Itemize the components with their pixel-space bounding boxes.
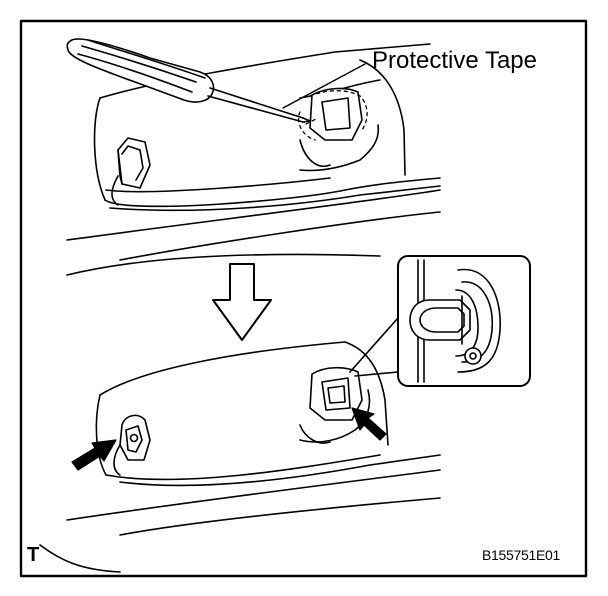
figure-frame <box>19 19 588 578</box>
bottom-right-clip <box>299 366 363 444</box>
down-arrow-icon <box>212 263 272 341</box>
protective-tape-outline <box>297 90 368 141</box>
callout-leader-line <box>282 63 366 109</box>
top-trim-panel <box>66 43 441 261</box>
figure-id: B155751E01 <box>482 547 560 563</box>
detail-leader-line <box>354 371 399 377</box>
solid-arrow-icon <box>351 407 387 441</box>
bottom-left-clip <box>113 414 151 476</box>
bottom-trim-panel <box>39 253 441 573</box>
top-right-clip <box>299 87 363 167</box>
screwdriver-icon <box>66 38 311 123</box>
corner-mark: T <box>27 544 40 566</box>
detail-leader-line <box>349 317 399 373</box>
top-left-clip <box>111 137 151 206</box>
detail-inset <box>397 255 531 387</box>
protective-tape-label: Protective Tape <box>372 47 537 74</box>
solid-arrow-icon <box>71 439 117 471</box>
